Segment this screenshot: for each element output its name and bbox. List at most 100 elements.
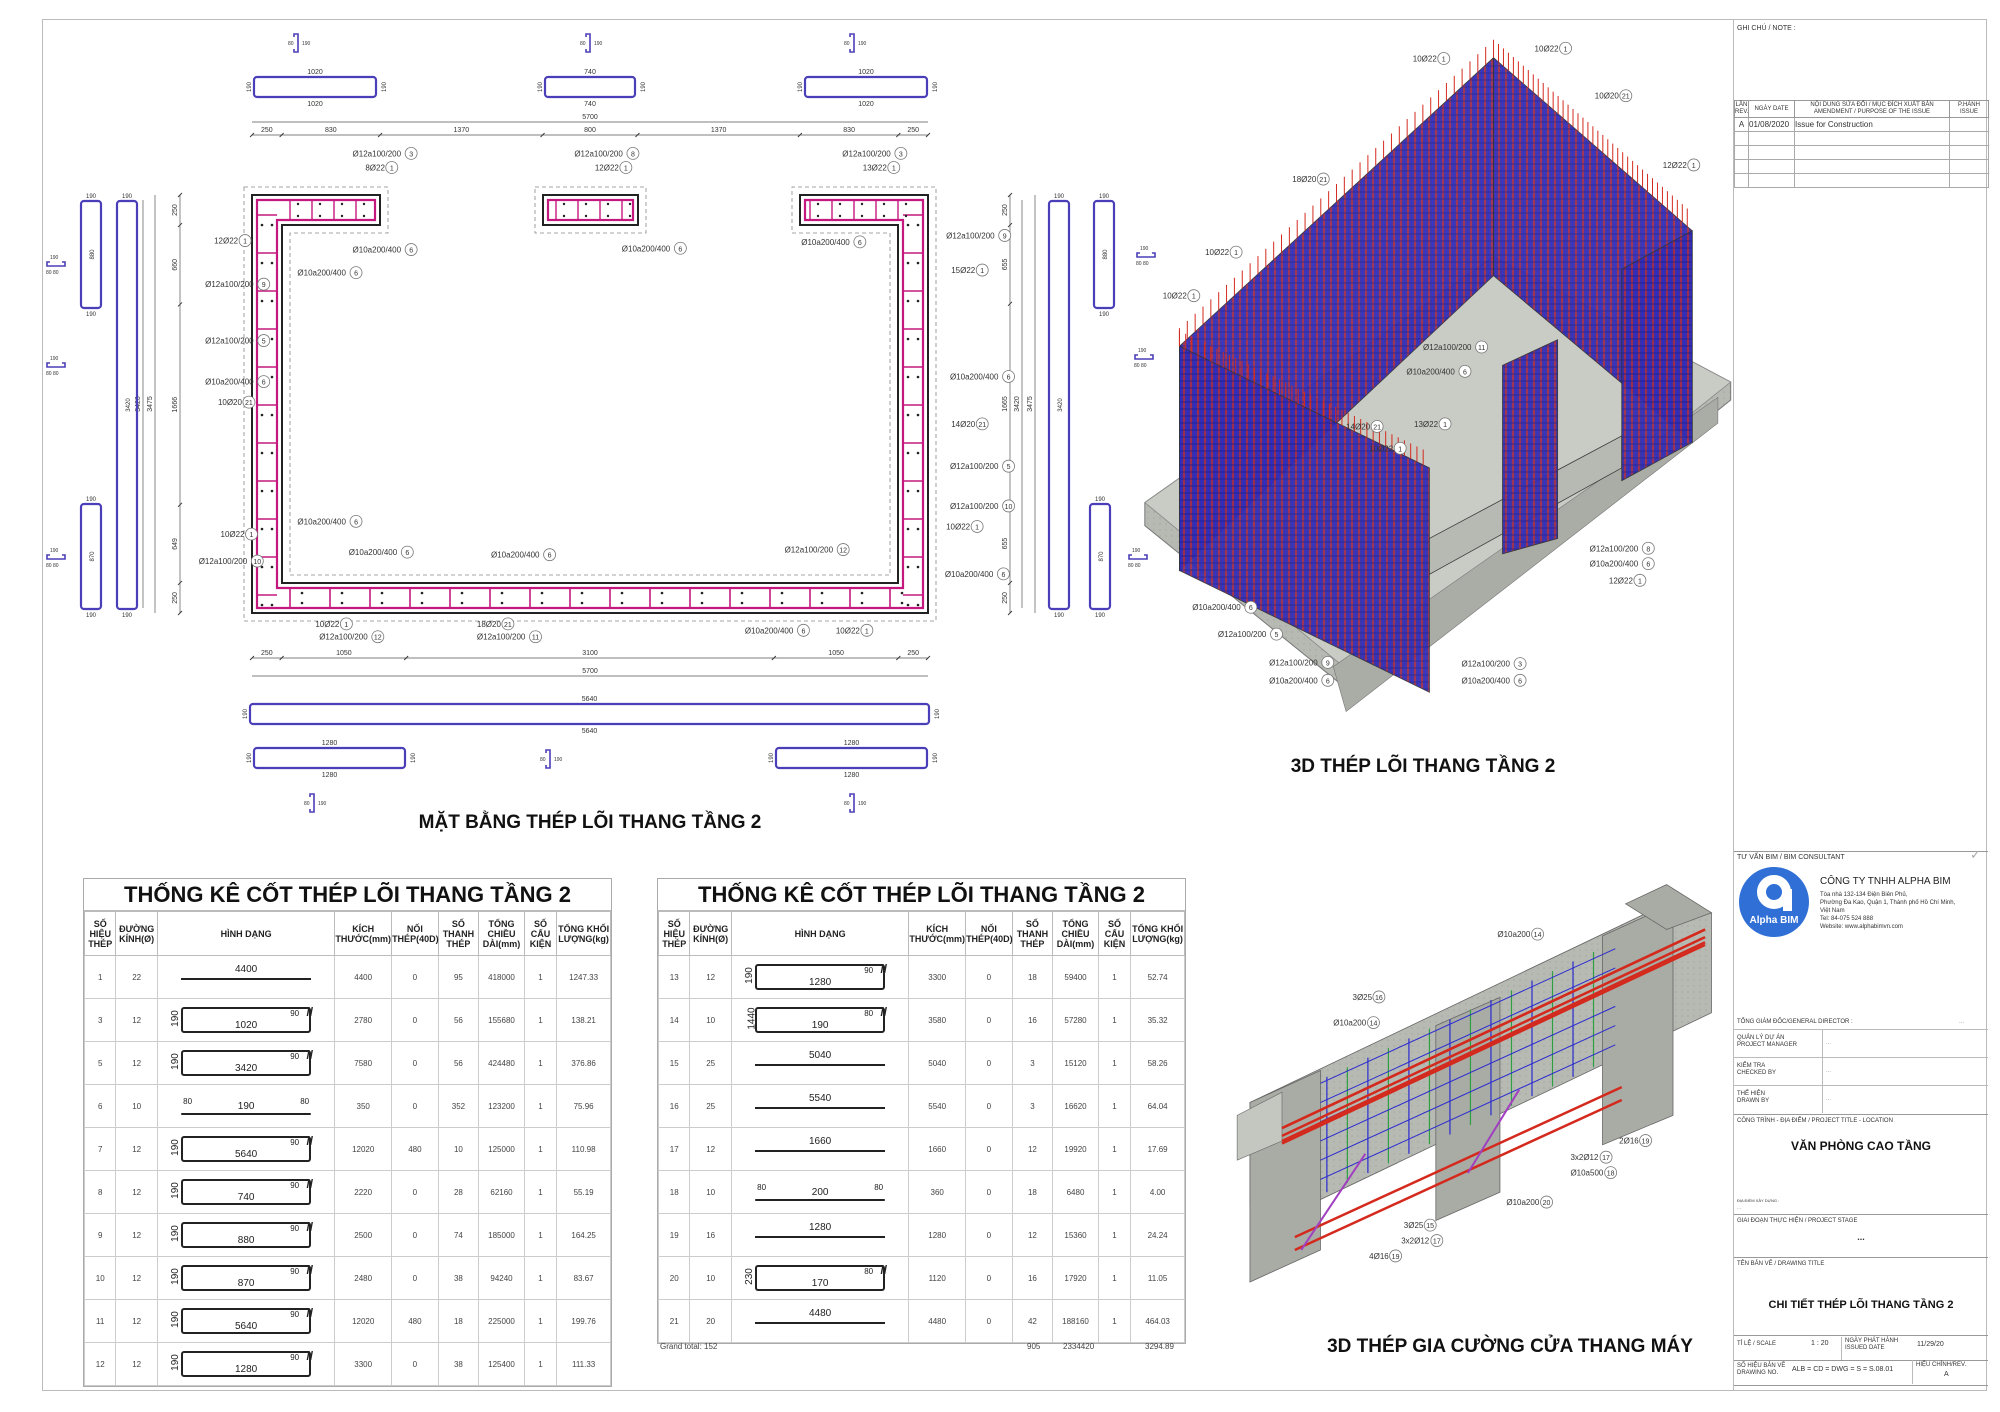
cell-4: 0 <box>965 1299 1013 1343</box>
core3d-callout-bubble <box>1633 573 1647 587</box>
plan-callout-number: 6 <box>409 248 413 255</box>
core3d-callout-label: Ø12a100/200 <box>1590 544 1639 553</box>
bar-shape-cell: 1660 <box>730 1127 910 1171</box>
plan-callout-number: 5 <box>262 339 266 346</box>
cell-4: 0 <box>391 1084 439 1128</box>
hook-end: 80 80 <box>46 563 59 569</box>
cell-0: 7 <box>83 1127 117 1171</box>
opening3d-callout-number: 19 <box>1642 1139 1650 1146</box>
issued-value: 11/29/20 <box>1917 1341 1944 1348</box>
plan-callout-number: 6 <box>1007 374 1011 381</box>
opening3d-callout-bubble <box>1389 1249 1402 1263</box>
shape-lbl: 1280 <box>235 1364 258 1375</box>
rebar-dot <box>580 601 584 605</box>
dim-right-total-value: 3475 <box>1027 396 1034 412</box>
hook-len: 190 <box>858 41 867 47</box>
cell-3: 2220 <box>334 1170 393 1214</box>
core3d-callout-label: Ø10a200/400 <box>1590 560 1639 569</box>
cell-3: 3300 <box>334 1342 393 1386</box>
shape-box <box>181 1351 312 1377</box>
plan-callout-bubble <box>349 266 363 280</box>
dim-right-value: 250 <box>1002 204 1009 216</box>
dim-bottom-value: 3100 <box>582 650 598 657</box>
plan-callout-number: 1 <box>980 268 984 275</box>
bar-length: 1280 <box>322 740 338 747</box>
cell-8: 17.69 <box>1130 1127 1185 1171</box>
rebar-dot <box>906 375 910 379</box>
shape-hook: 90 <box>290 1052 300 1061</box>
plan-callout-bubble <box>1002 370 1015 383</box>
sign-value: ... <box>1826 1040 1832 1046</box>
cell-6: 188160 <box>1052 1299 1099 1343</box>
dim-left-value: 649 <box>172 538 179 550</box>
dim-bottom-tick <box>896 655 901 661</box>
cell-7: 1 <box>1097 1084 1132 1128</box>
stage-label: GIAI ĐOẠN THỰC HIỆN / PROJECT STAGE <box>1737 1218 1858 1224</box>
plan-callout-bubble <box>619 161 633 174</box>
plan-callout-number: 6 <box>354 519 358 526</box>
opening3d-callout-label: Ø10a200 <box>1333 1019 1366 1028</box>
rebar-dot <box>740 591 744 595</box>
column-header: SỐ CẤU KIỆN <box>523 911 558 956</box>
project-label: CÔNG TRÌNH - ĐỊA ĐIỂM / PROJECT TITLE - … <box>1737 1118 1893 1124</box>
cell-5: 12 <box>1011 1127 1054 1171</box>
cell-3: 5540 <box>908 1084 967 1128</box>
bar-shape <box>252 746 407 770</box>
core3d-callout-bubble <box>1513 657 1527 671</box>
core3d-callout-number: 21 <box>1319 177 1327 184</box>
cell-0: 21 <box>657 1299 691 1343</box>
plan-callout-bubble <box>404 243 418 256</box>
core3d-callout-label: Ø12a100/200 <box>1423 343 1472 352</box>
website: Website: www.alphabimvn.com <box>1820 924 1903 930</box>
company-name: CÔNG TY TNHH ALPHA BIM <box>1820 876 1951 887</box>
cell-6: 15120 <box>1052 1041 1099 1085</box>
hook-len: 190 <box>50 548 59 554</box>
plan-callout-bubble <box>242 395 256 409</box>
plan-callout-number: 3 <box>409 151 413 158</box>
bar-length: 5640 <box>582 728 598 735</box>
dim-bottom-value: 1050 <box>336 650 352 657</box>
bar-length: 5640 <box>582 696 598 703</box>
cell-6: 225000 <box>478 1299 525 1343</box>
core3d-callout-number: 1 <box>1442 57 1446 64</box>
bar-side: 190 <box>382 81 388 92</box>
plan-callout-bubble <box>975 263 989 277</box>
dim-right-tick <box>1007 222 1013 228</box>
hook-bar-shape <box>1128 554 1148 560</box>
cell-0: 10 <box>83 1256 117 1300</box>
cell-8: 138.21 <box>556 998 611 1042</box>
opening3d-callout-label: 3Ø25 <box>1353 993 1373 1002</box>
opening3d-callout-bubble <box>1430 1234 1444 1247</box>
shape-lbl: 3420 <box>235 1063 258 1074</box>
shape-tick: // <box>306 1048 314 1062</box>
cell-7: 1 <box>523 1084 558 1128</box>
core3d-callout-label: Ø10a200/400 <box>1461 676 1510 685</box>
column-header: SỐ THANH THÉP <box>1011 911 1054 956</box>
dim-top-tick <box>540 132 545 138</box>
plan-callout-label: 10Ø22 <box>836 626 861 635</box>
plan-callout-number: 1 <box>892 166 896 173</box>
cell-8: 64.04 <box>1130 1084 1185 1128</box>
opening3d-callout-number: 18 <box>1607 1171 1615 1178</box>
rebar-dot <box>362 214 366 218</box>
stage-value: ... <box>1857 1232 1865 1242</box>
bar-side: 190 <box>247 752 253 763</box>
cell-5: 3 <box>1011 1084 1054 1128</box>
shape-lbl: 1660 <box>809 1136 832 1147</box>
project-title: VĂN PHÒNG CAO TẦNG <box>1790 1139 1931 1153</box>
bar-length: 1280 <box>322 772 338 779</box>
dim-top-tick <box>896 132 901 138</box>
shape-bar <box>755 1107 886 1109</box>
sign-row-checked: KIỂM TRA CHECKED BY... <box>1734 1057 1988 1085</box>
plan-callout-number: 1 <box>243 239 247 246</box>
cell-0: 5 <box>83 1041 117 1085</box>
drawing-no: ALB = CD = DWG = S = S.08.01 <box>1792 1366 1894 1373</box>
cell-0: 19 <box>657 1213 691 1257</box>
rebar-dot <box>860 202 864 206</box>
